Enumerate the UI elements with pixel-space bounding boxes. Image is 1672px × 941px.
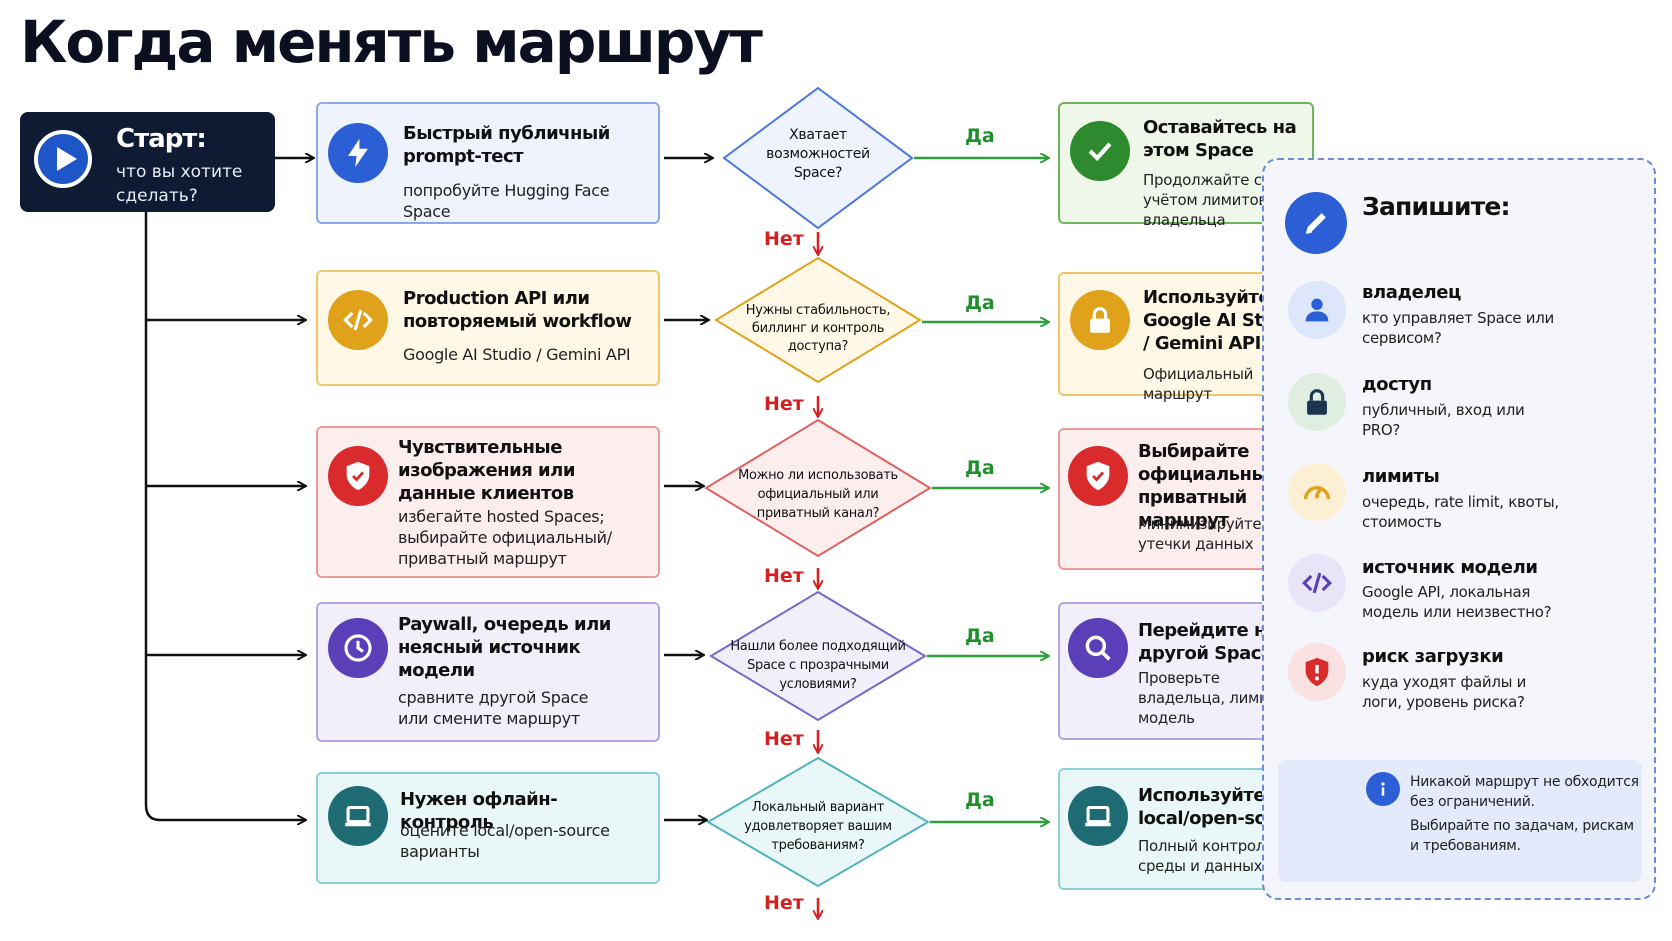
search-icon: [1068, 618, 1128, 678]
gauge-icon: [1288, 463, 1346, 521]
yes-label: Да: [965, 625, 995, 647]
yes-label: Да: [965, 457, 995, 479]
option-subtitle: попробуйте Hugging Face Space: [403, 181, 610, 221]
note-item-title: доступ: [1362, 374, 1432, 395]
option-title: Production API или повторяемый workflow: [403, 288, 632, 332]
start-node: Старт: что вы хотите сделать?: [20, 112, 275, 212]
option-subtitle: избегайте hosted Spaces; выбирайте офици…: [398, 507, 612, 568]
note-item-title: лимиты: [1362, 466, 1440, 487]
no-label: Нет: [764, 728, 804, 750]
decision-text: Хватает возможностей Space?: [766, 127, 870, 181]
option-title: Paywall, очередь или неясный источник мо…: [398, 614, 611, 681]
decision-text: Нашли более подходящий Space с прозрачны…: [730, 639, 906, 692]
info-note-line-2: Выбирайте по задачам, рискам и требовани…: [1410, 818, 1634, 854]
result-subtitle: Минимизируйте риск утечки данных: [1138, 515, 1302, 553]
start-subtitle: что вы хотите сделать?: [116, 162, 243, 206]
option-title: Чувствительные изображения или данные кл…: [398, 437, 575, 504]
result-subtitle: Официальный маршрут: [1143, 365, 1254, 403]
clock-icon: [328, 618, 388, 678]
shield-check-icon: [328, 446, 388, 506]
option-subtitle: оцените local/open-source варианты: [400, 821, 610, 861]
note-item-title: источник модели: [1362, 557, 1538, 578]
option-title: Нужен офлайн-контроль: [400, 789, 558, 833]
option-title: Быстрый публичный prompt-тест: [403, 123, 610, 167]
note-item-sub: куда уходят файлы и логи, уровень риска?: [1362, 673, 1527, 711]
no-label: Нет: [764, 228, 804, 250]
info-note: [1278, 760, 1642, 882]
info-note-text: Никакой маршрут не обходится без огранич…: [1410, 772, 1640, 856]
yes-label: Да: [965, 125, 995, 147]
lightning-icon: [328, 123, 388, 183]
user-icon: [1288, 281, 1346, 339]
note-item-title: владелец: [1362, 282, 1461, 303]
play-icon: [34, 130, 92, 188]
shield-check-icon: [1068, 446, 1128, 506]
page-title: Когда менять маршрут: [20, 8, 763, 76]
no-label: Нет: [764, 565, 804, 587]
decision-text: Локальный вариант удовлетворяет вашим тр…: [744, 800, 892, 853]
info-note-line-1: Никакой маршрут не обходится без огранич…: [1410, 774, 1639, 810]
result-title: Перейдите на другой Space: [1138, 620, 1278, 664]
no-label: Нет: [764, 892, 804, 914]
yes-label: Да: [965, 789, 995, 811]
note-item-sub: публичный, вход или PRO?: [1362, 401, 1525, 439]
shield-alert-icon: [1288, 643, 1346, 701]
note-item-sub: Google API, локальная модель или неизвес…: [1362, 583, 1552, 621]
side-panel-title: Запишите:: [1362, 192, 1511, 221]
decision-text: Нужны стабильность, биллинг и контроль д…: [745, 303, 891, 354]
option-subtitle: Google AI Studio / Gemini API: [403, 345, 631, 364]
code-icon: [328, 290, 388, 350]
decision-diamond-3: [704, 418, 932, 558]
pencil-icon: [1285, 192, 1347, 254]
note-item-title: риск загрузки: [1362, 646, 1504, 667]
laptop-icon: [328, 786, 388, 846]
info-icon: [1366, 772, 1400, 806]
result-title: Оставайтесь на этом Space: [1143, 117, 1297, 161]
start-trunk: [144, 212, 305, 820]
note-item-sub: кто управляет Space или сервисом?: [1362, 309, 1554, 347]
lock-icon: [1288, 373, 1346, 431]
result-title: Выбирайте официальный/приватный маршрут: [1138, 441, 1286, 531]
code-icon: [1288, 554, 1346, 612]
decision-diamond-5: [706, 756, 930, 888]
decision-diamond-2: [714, 256, 922, 384]
start-title: Старт:: [116, 124, 207, 154]
result-subtitle: Полный контроль среды и данных: [1138, 837, 1274, 875]
lock-icon: [1070, 290, 1130, 350]
no-label: Нет: [764, 393, 804, 415]
option-subtitle: сравните другой Space или смените маршру…: [398, 688, 589, 728]
yes-label: Да: [965, 292, 995, 314]
result-subtitle: Продолжайте с учётом лимитов владельца: [1143, 171, 1267, 229]
check-icon: [1070, 121, 1130, 181]
note-item-sub: очередь, rate limit, квоты, стоимость: [1362, 493, 1559, 531]
decision-diamond-1: [722, 86, 914, 230]
result-subtitle: Проверьте владельца, лимиты и модель: [1138, 669, 1303, 727]
decision-diamond-4: [709, 590, 927, 722]
decision-text: Можно ли использовать официальный или пр…: [738, 468, 898, 521]
laptop-icon: [1068, 786, 1128, 846]
